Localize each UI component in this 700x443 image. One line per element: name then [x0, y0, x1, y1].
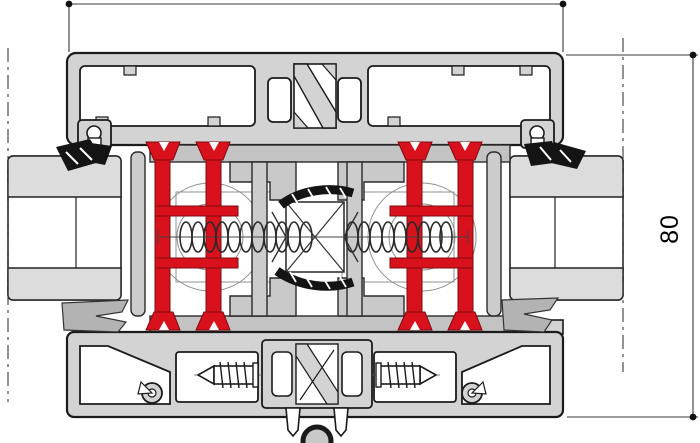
top-connector — [267, 63, 362, 129]
center-seal-top — [278, 185, 355, 209]
height-dimension-line — [566, 51, 698, 421]
top-frame-profile — [65, 51, 565, 149]
gasket-top-right — [524, 141, 586, 169]
clip-left — [137, 380, 163, 404]
width-dimension-line — [65, 0, 567, 52]
gasket-bottom-left — [61, 299, 129, 333]
gasket-top-left — [56, 139, 112, 171]
cable-circle-bottom — [300, 424, 334, 443]
screw-channel-right — [520, 119, 555, 149]
self-drilling-screw-left — [194, 361, 262, 389]
glass-panel-left — [7, 155, 122, 301]
self-drilling-screw-right — [372, 361, 440, 389]
thermal-break-right — [389, 141, 483, 331]
spring-left — [179, 221, 313, 253]
bottom-connector — [261, 339, 373, 409]
center-seal-bottom — [274, 267, 355, 291]
thermal-break-left — [145, 141, 239, 331]
glass-panel-right — [509, 155, 624, 301]
bottom-prongs — [285, 407, 349, 438]
spring-axis — [157, 230, 469, 244]
spring-right — [345, 221, 453, 253]
gasket-bottom-right — [501, 297, 560, 333]
clip-right — [461, 380, 487, 404]
height-dimension-label: 80 — [656, 214, 684, 244]
bottom-frame-profile — [65, 319, 565, 443]
centerlines — [7, 38, 624, 402]
